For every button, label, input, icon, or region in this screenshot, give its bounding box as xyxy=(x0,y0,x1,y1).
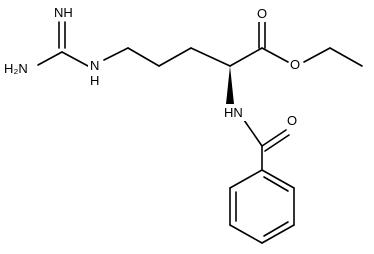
atom-h2n: H₂N xyxy=(4,61,28,76)
bond-ca-cester xyxy=(229,47,263,67)
ring-bond-6 xyxy=(229,169,263,189)
atom-amide-o: O xyxy=(287,113,297,128)
ring-inner-1 xyxy=(263,176,289,192)
atom-guanidine-n: N xyxy=(90,58,99,73)
atom-labels: NH H₂N N H O O HN O xyxy=(3,4,303,129)
bond-c1-c2 xyxy=(127,47,160,67)
bond-n-c1 xyxy=(103,47,129,61)
bond-ester-c-o xyxy=(261,47,289,63)
atom-imine-nh: NH xyxy=(54,5,73,20)
bond-ch2-ch3 xyxy=(329,47,363,67)
bond-amide-co-a xyxy=(261,129,287,147)
bond-c3-ca xyxy=(190,47,231,67)
bond-nh-camide xyxy=(243,119,263,147)
atom-ester-o: O xyxy=(290,57,300,72)
bonds xyxy=(37,21,363,244)
atom-guanidine-h: H xyxy=(90,73,99,88)
stereo-wedge xyxy=(226,66,234,104)
bond-c2-c3 xyxy=(158,47,192,67)
atom-amide-hn: HN xyxy=(224,105,243,120)
bond-c-nh2 xyxy=(37,51,63,66)
bond-o-ch2 xyxy=(303,47,331,63)
ring-bond-3 xyxy=(261,224,295,244)
ring-bond-1 xyxy=(261,169,295,189)
ring-bond-4 xyxy=(229,224,263,244)
atom-ester-carbonyl-o: O xyxy=(257,6,267,21)
bond-c-n xyxy=(61,51,89,67)
bond-amide-co-b xyxy=(264,134,290,152)
ring-inner-2 xyxy=(263,221,289,237)
